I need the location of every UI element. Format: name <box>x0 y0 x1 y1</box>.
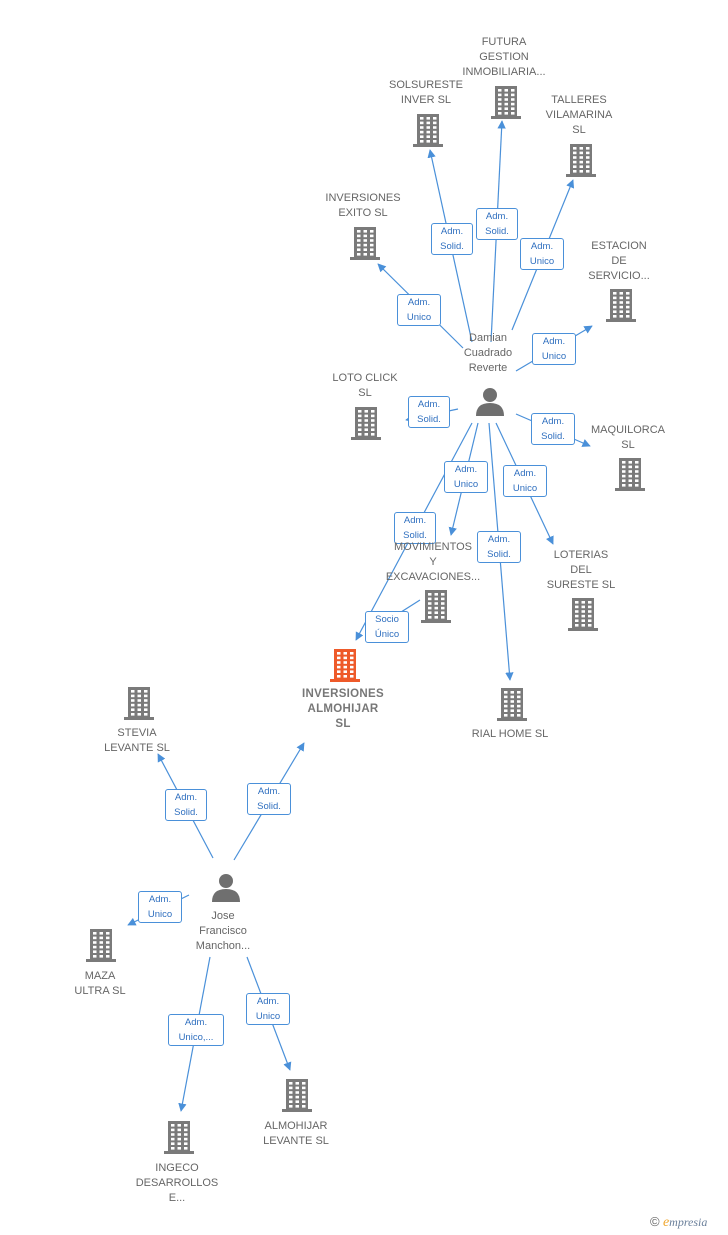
edge-label-damian-exito[interactable]: Adm. Unico <box>397 294 441 326</box>
almohijar-building-icon[interactable] <box>330 649 360 682</box>
edge-label-damian-estacion[interactable]: Adm. Unico <box>532 333 576 365</box>
node-label-maza[interactable]: MAZA ULTRA SL <box>74 970 126 997</box>
exito-building-icon[interactable] <box>350 227 380 260</box>
jose-person-icon[interactable] <box>212 874 240 902</box>
node-label-almohijarlev[interactable]: ALMOHIJAR LEVANTE SL <box>263 1120 329 1147</box>
edge-label-damian-maquilorca[interactable]: Adm. Solid. <box>531 413 575 445</box>
edge-label-jose-ingeco[interactable]: Adm. Unico,... <box>168 1014 224 1046</box>
loterias-building-icon[interactable] <box>568 598 598 631</box>
edge-label-damian-loterias[interactable]: Adm. Unico <box>503 465 547 497</box>
edge-label-damian-movimientos[interactable]: Adm. Unico <box>444 461 488 493</box>
node-label-futura[interactable]: FUTURA GESTION INMOBILIARIA... <box>462 36 546 78</box>
node-label-maquilorca[interactable]: MAQUILORCA SL <box>591 424 665 451</box>
rialhome-building-icon[interactable] <box>497 688 527 721</box>
stevia-building-icon[interactable] <box>124 687 154 720</box>
node-label-jose[interactable]: Jose Francisco Manchon... <box>195 910 251 952</box>
node-label-damian[interactable]: Damian Cuadrado Reverte <box>463 332 513 374</box>
node-label-estacion[interactable]: ESTACION DE SERVICIO... <box>588 240 650 282</box>
node-label-ingeco[interactable]: INGECO DESARROLLOS E... <box>135 1162 219 1204</box>
maza-building-icon[interactable] <box>86 929 116 962</box>
brand-first-letter: e <box>662 1215 670 1230</box>
node-label-lotoclick[interactable]: LOTO CLICK SL <box>332 372 398 399</box>
lotoclick-building-icon[interactable] <box>351 407 381 440</box>
copyright-symbol: © <box>650 1214 660 1229</box>
edge-label-movimientos-almohijar[interactable]: Socio Único <box>365 611 409 643</box>
node-label-stevia[interactable]: STEVIA LEVANTE SL <box>104 727 170 754</box>
node-label-exito[interactable]: INVERSIONES EXITO SL <box>325 192 401 219</box>
node-label-rialhome[interactable]: RIAL HOME SL <box>471 728 549 740</box>
edge-label-damian-rialhome[interactable]: Adm. Solid. <box>477 531 521 563</box>
node-label-loterias[interactable]: LOTERIAS DEL SURESTE SL <box>546 549 616 591</box>
movimientos-building-icon[interactable] <box>421 590 451 623</box>
edge-label-damian-lotoclick[interactable]: Adm. Solid. <box>408 396 450 428</box>
solsureste-building-icon[interactable] <box>413 114 443 147</box>
maquilorca-building-icon[interactable] <box>615 458 645 491</box>
edge-label-jose-almohijar[interactable]: Adm. Solid. <box>247 783 291 815</box>
futura-building-icon[interactable] <box>491 86 521 119</box>
edge-label-damian-solsureste[interactable]: Adm. Solid. <box>431 223 473 255</box>
damian-person-icon[interactable] <box>476 388 504 416</box>
edge-label-damian-futura[interactable]: Adm. Solid. <box>476 208 518 240</box>
empresia-logo: © empresia <box>650 1214 707 1231</box>
node-label-almohijar[interactable]: INVERSIONES ALMOHIJAR SL <box>302 688 384 730</box>
edge-label-damian-talleres[interactable]: Adm. Unico <box>520 238 564 270</box>
edge-label-jose-almohijarlev[interactable]: Adm. Unico <box>246 993 290 1025</box>
node-label-solsureste[interactable]: SOLSURESTE INVER SL <box>389 79 463 106</box>
edge-label-jose-stevia[interactable]: Adm. Solid. <box>165 789 207 821</box>
almohijarlev-building-icon[interactable] <box>282 1079 312 1112</box>
talleres-building-icon[interactable] <box>566 144 596 177</box>
edge-label-damian-almohijar[interactable]: Adm. Solid. <box>394 512 436 544</box>
edge-label-jose-maza[interactable]: Adm. Unico <box>138 891 182 923</box>
ingeco-building-icon[interactable] <box>164 1121 194 1154</box>
brand-name: mpresia <box>669 1215 708 1229</box>
estacion-building-icon[interactable] <box>606 289 636 322</box>
node-label-talleres[interactable]: TALLERES VILAMARINA SL <box>545 94 613 136</box>
node-label-movimientos[interactable]: MOVIMIENTOS Y EXCAVACIONES... <box>385 541 481 583</box>
